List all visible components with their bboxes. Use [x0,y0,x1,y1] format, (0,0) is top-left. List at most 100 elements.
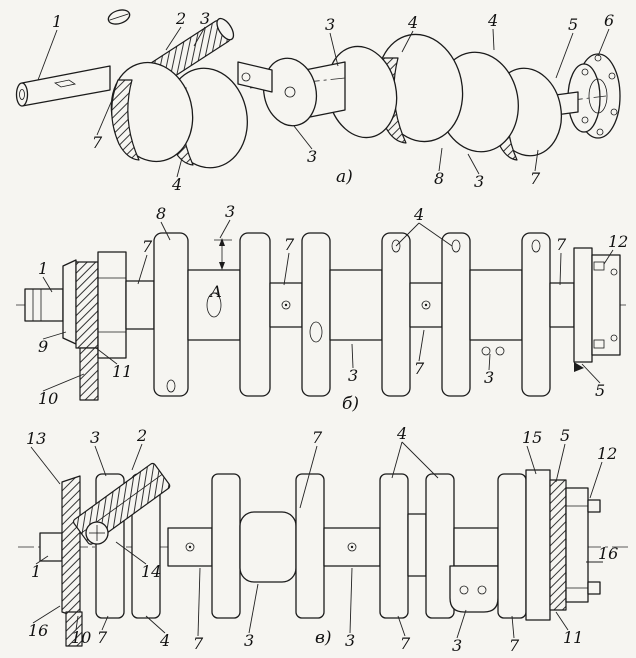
leader-line [401,30,414,53]
leader-line [526,445,537,475]
callout-a-8: 8 [434,169,444,188]
leader-line [35,555,49,565]
main-journal [453,527,499,567]
leader-line [75,615,79,631]
callout-b-1: 1 [38,259,48,278]
callout-a-3: 3 [325,15,335,34]
crankpin [329,269,383,341]
crankpin [469,269,523,341]
main-journal [549,282,575,328]
view-caption-a: а) [336,167,353,187]
callout-b-3: 3 [348,366,358,385]
callout-b-9: 9 [38,337,48,356]
leader-line [589,461,603,499]
callout-a-3: 3 [307,147,317,166]
callout-b-4: 4 [413,205,424,224]
leader-line [176,157,183,178]
leader-line [145,615,166,634]
leader-line [397,615,406,637]
callout-v-13: 13 [26,429,46,448]
leader-line [94,445,107,477]
web [301,232,331,397]
shaft-nose [24,288,64,322]
view-a-perspective [15,9,621,169]
callout-b-11: 11 [112,362,132,381]
leader-line [165,26,182,51]
callout-a-7: 7 [530,169,541,188]
leader-line [488,353,491,371]
bolt [587,581,601,595]
leader-line [131,443,143,471]
leader-line [197,567,201,637]
leader-line [597,28,610,57]
callout-b-5: 5 [595,381,605,400]
callout-a-3: 3 [200,9,210,28]
counterweight [449,565,499,613]
leader-line [438,147,443,172]
front-plate [61,475,81,619]
flange-end [591,254,621,356]
callout-v-7: 7 [193,634,204,653]
pulley-lower [79,347,99,401]
leader-line [37,29,58,81]
leader-line [42,331,67,340]
pulley-lower [65,611,83,647]
callout-v-12: 12 [597,444,617,463]
leader-line [391,441,403,479]
leader-line [299,445,318,509]
leader-line [96,99,113,136]
callout-a-6: 6 [604,11,614,30]
leader-line [42,373,85,392]
callout-a-4: 4 [487,11,498,30]
web [239,232,271,397]
leader-line [351,343,354,369]
web [295,473,325,619]
callout-v-2: 2 [136,426,147,445]
bolt [587,499,601,513]
flange-end [565,487,589,603]
leader-line [329,32,339,67]
leader-line [42,276,53,293]
callout-v-4: 4 [396,424,407,443]
hub-section [75,261,99,349]
web [379,473,409,619]
view-caption-b: б) [342,394,359,414]
callout-a-3: 3 [474,172,484,191]
web [441,232,471,397]
callout-b-8: 8 [156,204,166,223]
leader-line [492,28,495,51]
view-v-elevation [18,462,630,647]
callout-v-1: 1 [31,562,41,581]
leader-line [349,567,353,634]
callout-b-3: 3 [484,368,494,387]
leader-line [101,615,109,631]
leader-line [95,347,118,365]
callout-a-4: 4 [407,13,418,32]
callout-v-14: 14 [141,562,161,581]
callout-v-4: 4 [159,631,170,650]
leader-line [248,583,259,634]
leader-line [559,252,562,286]
callout-b-7: 7 [142,237,153,256]
callout-b-А: А [209,282,222,301]
callout-a-7: 7 [92,133,103,152]
callout-b-7: 7 [414,359,425,378]
callout-a-1: 1 [52,12,62,31]
leader-line [418,222,453,247]
callout-b-7: 7 [284,235,295,254]
leader-line [555,611,569,631]
leader-line [293,125,313,150]
front-plate [62,259,77,345]
leader-line [418,329,425,362]
callout-v-3: 3 [345,631,355,650]
web [153,232,189,397]
view-caption-v: в) [315,628,332,648]
leader-line [32,605,61,624]
callout-b-12: 12 [608,232,628,251]
callout-v-3: 3 [452,636,462,655]
leader-line [603,249,614,265]
callout-v-3: 3 [90,428,100,447]
screw-head [107,9,131,25]
leader-line [115,541,147,565]
